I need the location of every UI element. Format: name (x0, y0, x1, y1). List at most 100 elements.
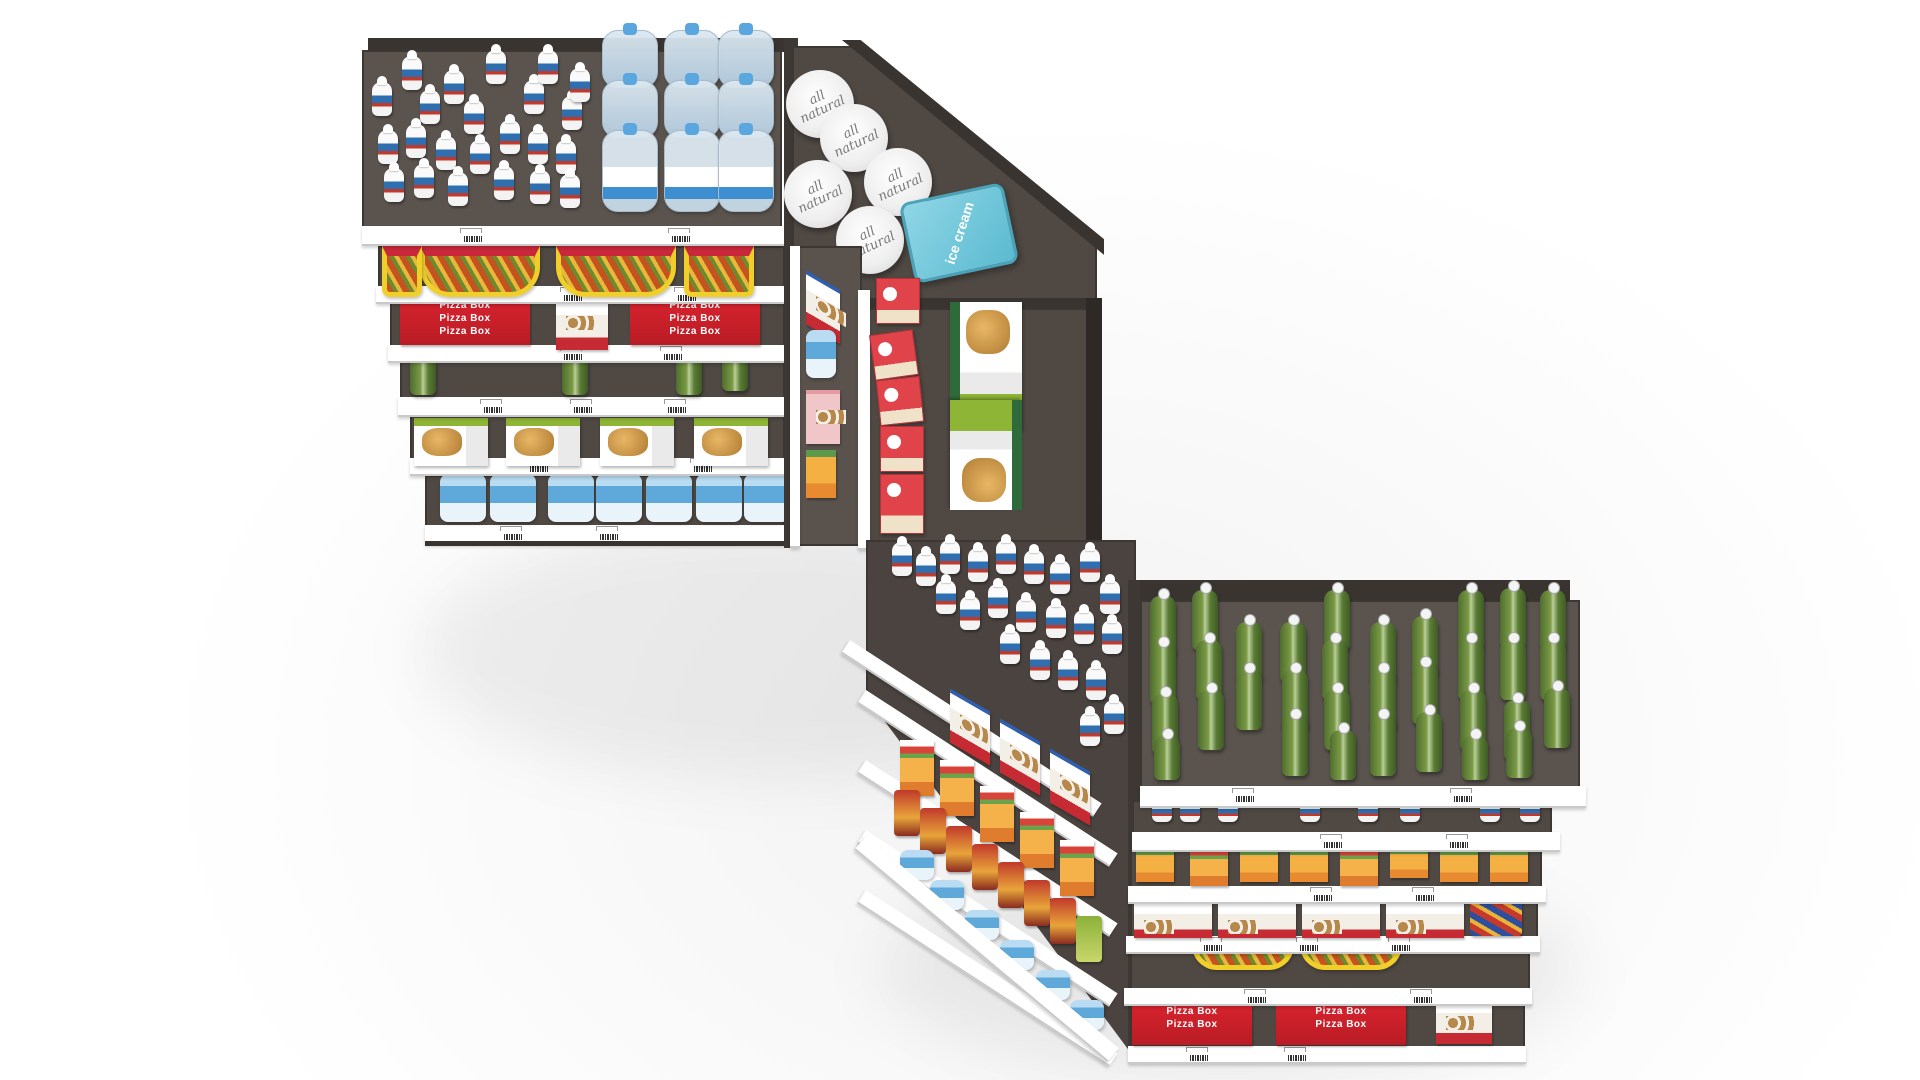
price-tag (1410, 989, 1436, 1005)
pastry-box (1302, 900, 1380, 938)
milk-bottle (406, 118, 426, 158)
milk-bottle (420, 84, 440, 124)
milk-bottle (1000, 624, 1020, 664)
milk-bottle (916, 546, 936, 586)
chip-bag (998, 862, 1024, 908)
milk-bottle (556, 134, 576, 174)
milk-bottle (1100, 574, 1120, 614)
milk-bottle (402, 50, 422, 90)
milk-carton (880, 426, 924, 472)
milk-bottle (1104, 694, 1124, 734)
pizza-box-label: Pizza Box (1166, 1019, 1218, 1030)
milk-bottle (470, 134, 490, 174)
milk-bottle (378, 124, 398, 164)
chip-bag (1050, 898, 1076, 944)
price-tag (668, 228, 694, 244)
pizza-box-stack: Pizza Box Pizza Box (1132, 1002, 1252, 1045)
sandwich-box (414, 418, 488, 466)
green-glass-bottle (1500, 632, 1526, 700)
milk-bottle (384, 162, 404, 202)
price-tag (1412, 887, 1438, 903)
green-glass-bottle (1540, 582, 1566, 650)
price-tag (1284, 1047, 1310, 1063)
pizza-box-label: Pizza Box (439, 300, 491, 311)
ice-cream-tub: all natural (784, 160, 852, 228)
pastry-box (1218, 900, 1296, 938)
pizza-snack-bag (420, 246, 540, 297)
milk-bottle (1102, 614, 1122, 654)
green-glass-bottle (1198, 682, 1224, 750)
pizza-snack-bag (684, 246, 754, 297)
water-jug (718, 123, 774, 212)
pizza-box-label: Pizza Box (1315, 1006, 1367, 1017)
price-tag (1232, 788, 1258, 804)
milk-bottle (996, 534, 1016, 574)
milk-bottle (414, 158, 434, 198)
milk-bottle (500, 114, 520, 154)
milk-bottle (530, 164, 550, 204)
juice-carton (1240, 850, 1278, 882)
price-tag (1446, 834, 1472, 850)
water-bottle (440, 474, 486, 522)
pizza-box-label: Pizza Box (439, 313, 491, 324)
pizza-box-label: Pizza Box (1315, 1019, 1367, 1030)
shelf-price-edge (362, 226, 784, 246)
chip-bag (1024, 880, 1050, 926)
juice-carton (980, 786, 1014, 842)
chip-bag (972, 844, 998, 890)
milk-bottle (494, 160, 514, 200)
milk-bottle (524, 74, 544, 114)
pastry-box (1134, 900, 1212, 938)
juice-carton (1340, 846, 1378, 886)
pastry-box (556, 296, 608, 350)
pizza-box-stack: Pizza Box Pizza Box (1276, 1002, 1406, 1045)
juice-carton (1490, 850, 1528, 882)
chip-bag (946, 826, 972, 872)
shelf-price-edge (1128, 1046, 1526, 1064)
milk-bottle (436, 130, 456, 170)
water-jug (664, 123, 720, 212)
price-tag (596, 526, 622, 542)
milk-carton (869, 329, 919, 381)
juice-carton (1390, 850, 1428, 878)
milk-bottle (960, 590, 980, 630)
pizza-snack-bag (556, 246, 676, 297)
end-panel (1086, 298, 1102, 548)
pizza-box-label: Pizza Box (669, 326, 721, 337)
price-tag (1200, 937, 1226, 953)
price-tag (1320, 834, 1346, 850)
milk-bottle (1030, 640, 1050, 680)
price-tag (480, 399, 506, 415)
pizza-snack-bag (382, 246, 422, 297)
sandwich-box (506, 418, 580, 466)
water-bottle (806, 330, 836, 378)
shelf-base (425, 541, 785, 546)
milk-bottle (570, 62, 590, 102)
milk-bottle (528, 124, 548, 164)
price-tag (664, 399, 690, 415)
pastry-box (806, 390, 846, 444)
pizza-box-label: Pizza Box (1166, 1006, 1218, 1017)
milk-bottle (464, 94, 484, 134)
price-tag (1450, 788, 1476, 804)
green-glass-bottle (1544, 680, 1570, 748)
green-glass-bottle (1282, 708, 1308, 776)
juice-carton (900, 740, 934, 796)
price-tag (1186, 1047, 1212, 1063)
price-tag (1244, 989, 1270, 1005)
water-bottle (596, 474, 642, 522)
water-bottle (696, 474, 742, 522)
price-tag (660, 346, 686, 362)
green-glass-bottle (1370, 708, 1396, 776)
price-tag (1388, 937, 1414, 953)
chip-bag (894, 790, 920, 836)
shelf-price-edge (388, 345, 786, 363)
milk-bottle (1074, 604, 1094, 644)
price-tag (1310, 887, 1336, 903)
green-glass-bottle (1150, 636, 1176, 704)
tub-label: all natural (875, 165, 926, 205)
milk-bottle (444, 64, 464, 104)
pizza-box-label: Pizza Box (669, 300, 721, 311)
milk-bottle (892, 536, 912, 576)
